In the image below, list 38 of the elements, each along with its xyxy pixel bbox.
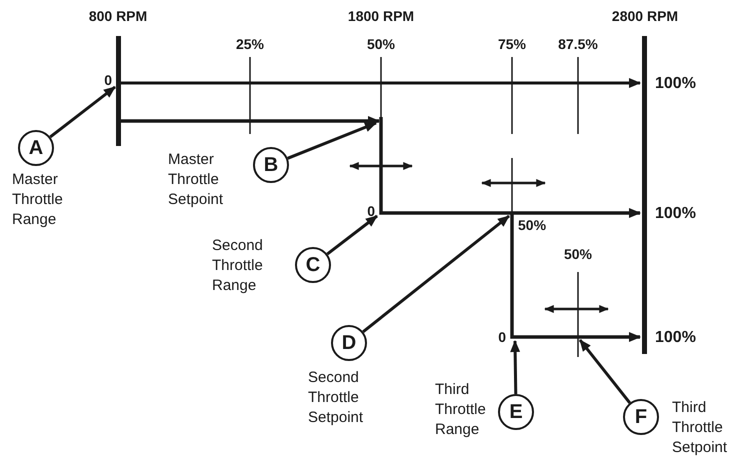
setpoint-tick [577, 272, 579, 357]
scale-label: 0 [498, 329, 506, 345]
leader-line [49, 86, 116, 138]
callout-letter: C [295, 247, 331, 283]
callout-text: Master Throttle Setpoint [168, 150, 224, 210]
leader-line [362, 214, 510, 333]
leader-line [510, 340, 520, 394]
callout-text: Master Throttle Range [12, 170, 64, 230]
scale-label: 1800 RPM [348, 8, 414, 24]
range-line [121, 78, 641, 88]
scale-label: 800 RPM [88, 8, 148, 24]
scale-label: 25% [236, 36, 264, 52]
setpoint-line [121, 116, 380, 126]
callout-letter: F [623, 399, 659, 435]
scale-label: 0 [104, 72, 112, 88]
scale-label: 100% [655, 75, 696, 93]
scale-label: 100% [655, 329, 696, 347]
scale-label: 2800 RPM [612, 8, 678, 24]
callout-letter: A [18, 130, 54, 166]
callout-text: Second Throttle Range [212, 236, 264, 296]
scale-label: 0 [367, 203, 375, 219]
scale-label: 50% [564, 246, 592, 262]
callout-text: Third Throttle Setpoint [672, 398, 728, 458]
scale-label: 87.5% [558, 36, 598, 52]
callout-text: Third Throttle Range [435, 380, 487, 440]
scale-label: 100% [655, 205, 696, 223]
range-line [379, 117, 641, 218]
scale-label: 50% [518, 217, 546, 233]
leader-line [287, 122, 377, 160]
leader-line [578, 339, 631, 404]
leader-line [326, 214, 378, 256]
range-line [510, 213, 641, 342]
scale-label: 75% [498, 36, 526, 52]
callout-letter: E [498, 394, 534, 430]
scale-label: 50% [366, 36, 396, 52]
callout-text: Second Throttle Setpoint [308, 368, 364, 428]
callout-letter: B [253, 147, 289, 183]
callout-letter: D [331, 325, 367, 361]
